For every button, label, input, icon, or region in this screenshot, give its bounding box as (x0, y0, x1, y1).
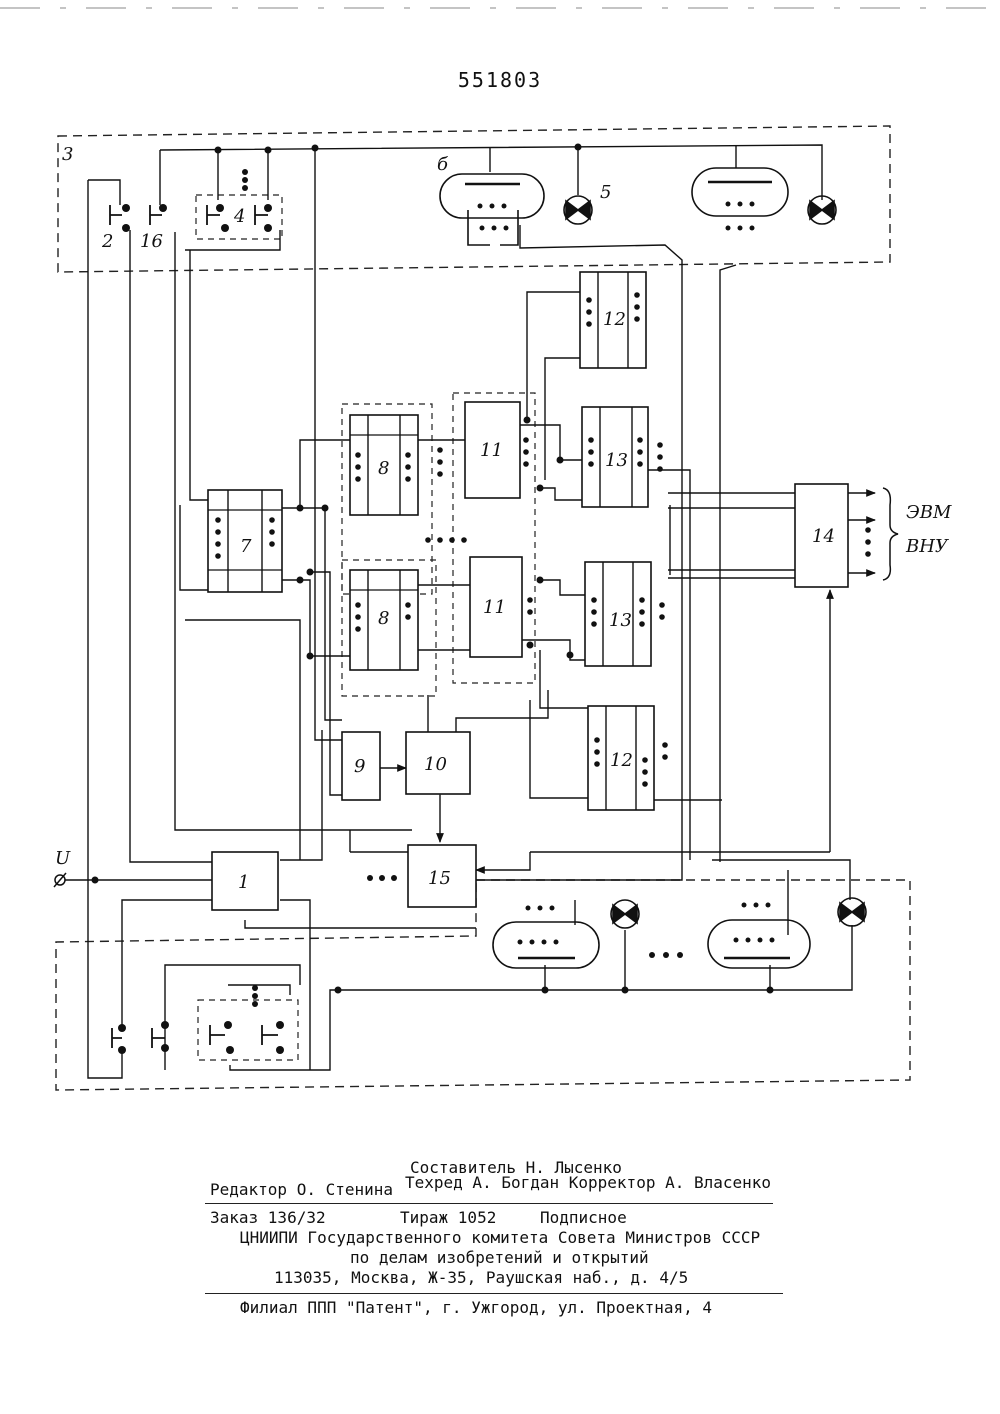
input-label-u: U (55, 848, 71, 869)
block-8-top-label: 8 (378, 458, 389, 479)
block-10-label: 10 (424, 754, 447, 775)
block-11-top-label: 11 (480, 440, 503, 461)
block-9-label: 9 (354, 756, 365, 777)
bottom-console-frame (56, 880, 910, 1090)
frame-label-3: 3 (62, 144, 73, 165)
wiring (60, 145, 875, 1078)
colophon-branch: Филиал ППП "Патент", г. Ужгород, ул. Про… (240, 1298, 712, 1317)
colophon-rule-bottom (205, 1293, 783, 1294)
switch-label-2: 2 (101, 231, 113, 252)
output-label-vnu: ВНУ (905, 536, 950, 557)
switch-group-label-4: 4 (233, 206, 245, 227)
block-12-bottom-label: 12 (610, 750, 633, 771)
indicator-label-6: б (437, 154, 449, 175)
colophon-circulation: Тираж 1052 (400, 1208, 496, 1227)
colophon-order: Заказ 136/32 (210, 1208, 326, 1227)
block-15-label: 15 (428, 868, 451, 889)
colophon-org-2: по делам изобретений и открытий (350, 1248, 649, 1267)
output-label-evm: ЭВМ (906, 502, 952, 523)
block-14-label: 14 (812, 526, 835, 547)
switch-label-16: 16 (140, 231, 163, 252)
lamp-label-5: 5 (600, 182, 611, 203)
block-1-label: 1 (238, 872, 249, 893)
colophon-rule-top (205, 1203, 773, 1204)
block-12-top-label: 12 (603, 309, 626, 330)
block-13-top-label: 13 (605, 450, 628, 471)
block-13-bottom-label: 13 (609, 610, 632, 631)
output-brace (883, 488, 898, 580)
switch-icon (110, 205, 278, 1048)
colophon-org-1: ЦНИИПИ Государственного комитета Совета … (240, 1228, 760, 1247)
colophon-subscription: Подписное (540, 1208, 627, 1227)
block-8-bottom-label: 8 (378, 608, 389, 629)
colophon-address: 113035, Москва, Ж-35, Раушская наб., д. … (274, 1268, 688, 1287)
colophon-editor: Редактор О. Стенина (210, 1180, 393, 1199)
block-7-label: 7 (240, 536, 252, 557)
block-11-bottom-label: 11 (483, 597, 506, 618)
input-terminal-icon (54, 873, 66, 887)
colophon-techred: Техред А. Богдан Корректор А. Власенко (405, 1173, 771, 1192)
